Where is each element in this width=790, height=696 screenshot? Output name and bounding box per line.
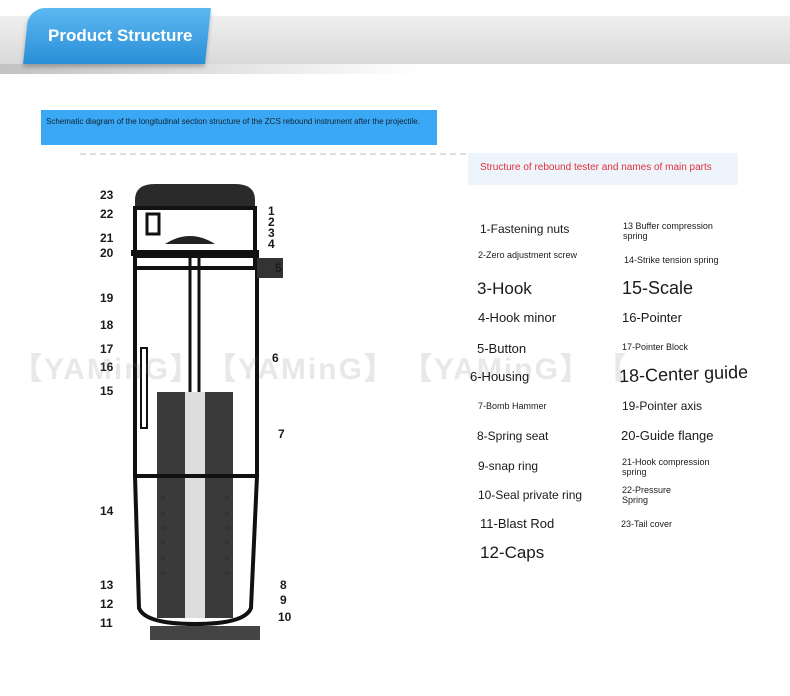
part-name: 10-Seal private ring bbox=[478, 488, 583, 502]
part-name: 12-Caps bbox=[480, 543, 545, 562]
diagram-caption: Schematic diagram of the longitudinal se… bbox=[41, 110, 437, 145]
diagram-label: 20 bbox=[100, 246, 114, 260]
part-name: 19-Pointer axis bbox=[622, 399, 703, 413]
diagram-label: 18 bbox=[100, 318, 114, 332]
part-name: 2-Zero adjustment screw bbox=[478, 250, 578, 260]
part-name: 21-Hook compression spring bbox=[622, 457, 710, 477]
watermark-text: 【YAMinG】 bbox=[402, 353, 592, 386]
part-name: 15-Scale bbox=[622, 278, 694, 298]
part-name: 4-Hook minor bbox=[478, 310, 557, 325]
header-shadow bbox=[0, 64, 420, 74]
diagram-label: 17 bbox=[100, 342, 114, 356]
part-name: 16-Pointer bbox=[622, 310, 682, 325]
part-name: 7-Bomb Hammer bbox=[478, 401, 547, 411]
part-name: 1-Fastening nuts bbox=[480, 222, 570, 236]
diagram-label: 9 bbox=[280, 593, 287, 607]
diagram-label: 6 bbox=[272, 351, 279, 365]
watermark-text: 【YAMinG】 bbox=[12, 353, 202, 386]
diagram-label: 5 bbox=[275, 261, 282, 275]
part-name: 23-Tail cover bbox=[621, 519, 673, 529]
diagram-label: 15 bbox=[100, 384, 114, 398]
parts-title: Structure of rebound tester and names of… bbox=[468, 153, 738, 185]
diagram-label: 7 bbox=[278, 427, 285, 441]
part-name: 22-Pressure Spring bbox=[622, 485, 672, 505]
part-name: 17-Pointer Block bbox=[622, 342, 689, 352]
diagram-label: 2 bbox=[268, 215, 275, 229]
watermark-text: 【 bbox=[596, 353, 628, 386]
diagram-label: 8 bbox=[280, 578, 287, 592]
part-name: 6-Housing bbox=[470, 369, 530, 384]
diagram-label: 14 bbox=[100, 504, 114, 518]
diagram-label: 10 bbox=[278, 610, 292, 624]
part-name: 13 Buffer compression spring bbox=[623, 221, 713, 241]
part-name: 5-Button bbox=[477, 341, 527, 356]
diagram-label: 3 bbox=[268, 226, 275, 240]
diagram-label: 22 bbox=[100, 207, 114, 221]
part-name: 11-Blast Rod bbox=[480, 516, 555, 531]
diagram-label: 19 bbox=[100, 291, 114, 305]
watermark-text: 【YAMinG】 bbox=[206, 353, 396, 386]
diagram-label: 1 bbox=[268, 204, 275, 218]
diagram-label: 12 bbox=[100, 597, 114, 611]
part-name: 9-snap ring bbox=[478, 459, 539, 473]
watermark: 【YAMinG】 【YAMinG】 【YAMinG】 【 bbox=[0, 344, 790, 386]
divider bbox=[80, 153, 470, 155]
part-name: 3-Hook bbox=[477, 279, 532, 298]
diagram-label: 4 bbox=[268, 237, 275, 251]
rebound-tester-diagram bbox=[131, 184, 283, 640]
diagram-label: 16 bbox=[100, 360, 114, 374]
diagram-label: 21 bbox=[100, 231, 114, 245]
diagram-label: 11 bbox=[100, 616, 113, 630]
diagram-label: 13 bbox=[100, 578, 114, 592]
diagram-label: 23 bbox=[100, 188, 114, 202]
part-name: 14-Strike tension spring bbox=[624, 255, 719, 265]
part-name: 20-Guide flange bbox=[621, 428, 714, 443]
section-title: Product Structure bbox=[48, 26, 193, 45]
part-name: 8-Spring seat bbox=[477, 429, 549, 443]
